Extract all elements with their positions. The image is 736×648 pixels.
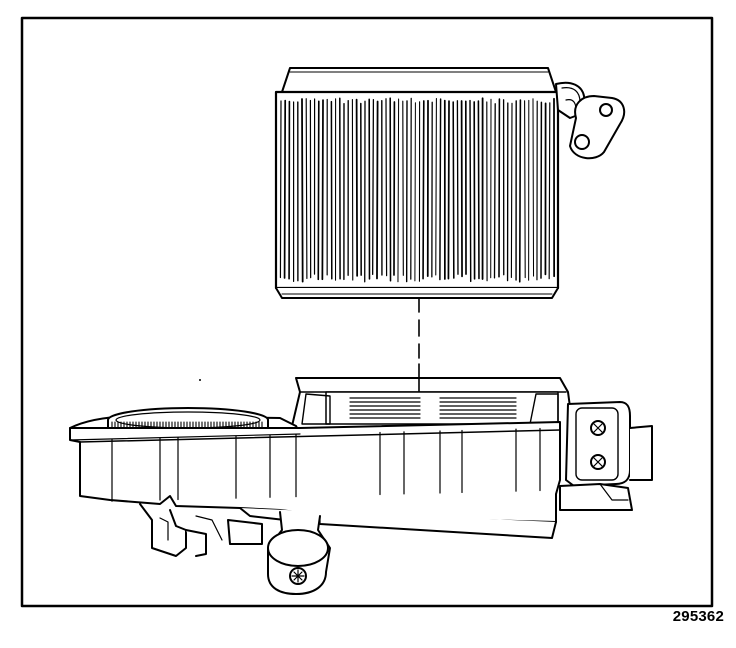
fitting-bolt-hole-lower (574, 134, 590, 150)
refrigerant-line-fitting (555, 81, 626, 160)
fitting-bolt-hole-upper (599, 103, 613, 117)
case-ribs (111, 427, 541, 502)
fitting-flange-plate (569, 95, 626, 160)
cavity-slats (349, 397, 517, 419)
evaporator-cavity (325, 391, 559, 425)
evaporator-core (274, 67, 560, 299)
case-mount-foot-left (139, 503, 187, 557)
evaporator-fins (279, 97, 556, 283)
hvac-module-case (69, 377, 653, 595)
figure-number: 295362 (672, 608, 724, 625)
